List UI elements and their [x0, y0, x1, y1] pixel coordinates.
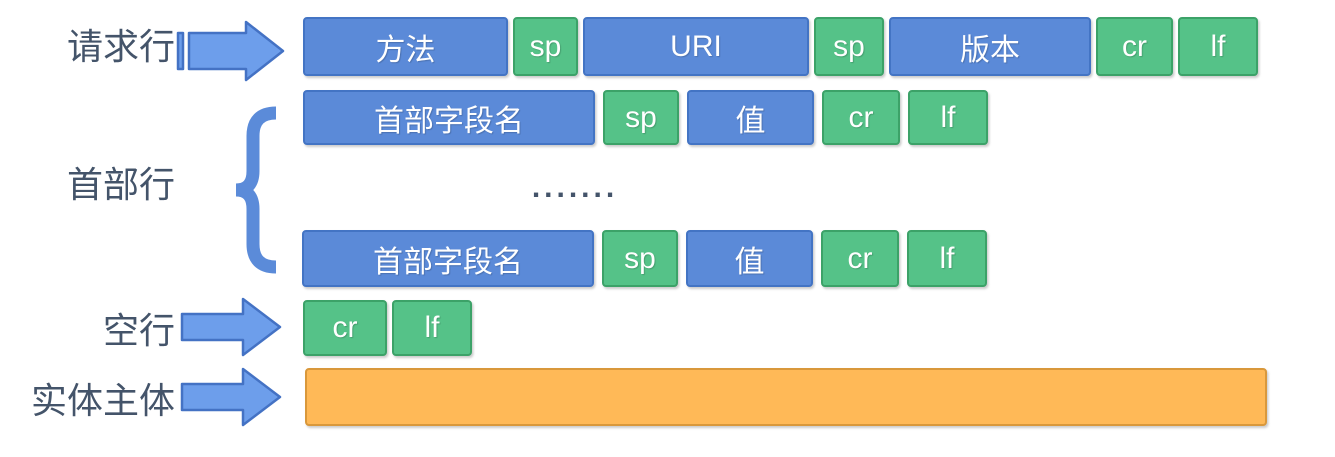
lf-block-label: lf: [939, 241, 955, 275]
sp-block: sp: [603, 90, 679, 145]
uri-block: URI: [583, 17, 809, 76]
version-block: 版本: [889, 17, 1091, 76]
lf-block: lf: [907, 230, 987, 287]
ellipsis-dots: .......: [531, 171, 619, 204]
sp-block-label: sp: [624, 241, 656, 275]
entity-body-arrow-icon: [180, 367, 282, 427]
lf-block: lf: [1178, 17, 1258, 76]
request-line-row: 方法 sp URI sp 版本 cr lf: [303, 17, 1258, 76]
sp-block-label: sp: [833, 29, 865, 63]
sp-block-label: sp: [625, 100, 657, 134]
uri-block-label: URI: [670, 29, 722, 63]
blank-line-label: 空行: [102, 310, 175, 351]
entity-body-block: [305, 368, 1267, 426]
lf-block-label: lf: [424, 311, 440, 344]
header-line-row-1: 首部字段名 sp 值 cr lf: [303, 90, 988, 145]
method-block-label: 方法: [375, 33, 436, 67]
cr-block: cr: [821, 230, 899, 287]
value-block: 值: [687, 90, 814, 145]
value-block-label: 值: [734, 245, 765, 279]
lf-block: lf: [908, 90, 988, 145]
header-field-name-block: 首部字段名: [303, 90, 595, 145]
lf-block-label: lf: [1210, 29, 1226, 63]
entity-body-row: [305, 368, 1267, 426]
cr-block: cr: [303, 300, 387, 356]
header-lines-label: 首部行: [66, 164, 175, 205]
version-block-label: 版本: [960, 33, 1020, 67]
request-line-label: 请求行: [66, 26, 175, 67]
value-block: 值: [686, 230, 813, 287]
cr-block-label: cr: [1122, 29, 1147, 63]
header-field-name-block-label: 首部字段名: [374, 104, 524, 138]
header-field-name-block: 首部字段名: [302, 230, 594, 287]
value-block-label: 值: [735, 104, 766, 138]
entity-body-label: 实体主体: [30, 380, 175, 421]
cr-block: cr: [1096, 17, 1173, 76]
sp-block: sp: [814, 17, 884, 76]
header-field-name-block-label: 首部字段名: [373, 245, 523, 279]
cr-block-label: cr: [847, 241, 873, 275]
blank-line-arrow-icon: [180, 297, 282, 357]
cr-block: cr: [822, 90, 900, 145]
cr-block-label: cr: [332, 311, 358, 344]
sp-block: sp: [513, 17, 578, 76]
header-lines-brace-icon: [235, 106, 277, 274]
sp-block: sp: [602, 230, 678, 287]
blank-line-row: cr lf: [303, 300, 472, 356]
cr-block-label: cr: [848, 100, 874, 134]
sp-block-label: sp: [529, 29, 562, 63]
method-block: 方法: [303, 17, 508, 76]
lf-block-label: lf: [940, 100, 956, 134]
header-line-row-2: 首部字段名 sp 值 cr lf: [302, 230, 987, 287]
lf-block: lf: [392, 300, 472, 356]
request-line-arrow-icon: [176, 20, 285, 82]
